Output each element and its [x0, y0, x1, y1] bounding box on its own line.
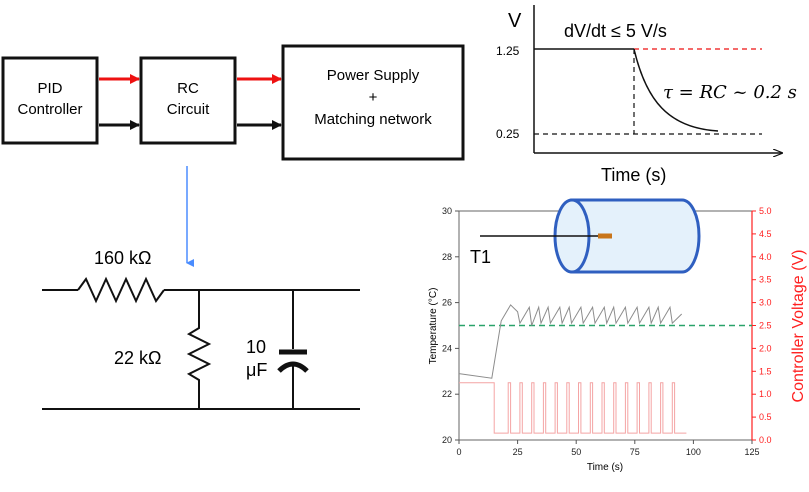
y2-tick-label: 1.5: [759, 366, 772, 376]
x-tick-label: 50: [571, 447, 581, 457]
y2-tick-label: 4.5: [759, 229, 772, 239]
x-tick-label: 100: [686, 447, 701, 457]
y-ticks: 20 22 24 26 28 30: [442, 206, 459, 445]
x-tick-label: 0: [456, 447, 461, 457]
pid-controller-box: [1, 56, 99, 145]
block-diagram: PID Controller RC Circuit Power Supply +…: [1, 44, 465, 267]
y-tick-label: 26: [442, 298, 452, 308]
step-decay-curve: [633, 48, 719, 132]
capacitor-plate-bottom: [277, 361, 309, 373]
rc-label-line2: Circuit: [167, 101, 210, 118]
chart-y-axis-label: Temperature (°C): [428, 288, 439, 365]
x-tick-label: 125: [744, 447, 759, 457]
series-resistor-label: 160 kΩ: [94, 248, 152, 268]
power-supply-box: [281, 44, 465, 161]
y2-tick-label: 4.0: [759, 252, 772, 262]
capacitor-value-label: 10: [246, 337, 266, 357]
y-tick-label: 20: [442, 435, 452, 445]
chart-x-axis-label: Time (s): [587, 462, 623, 473]
step-y-axis-label: V: [508, 10, 522, 32]
shunt-resistor: [186, 290, 212, 409]
thermocouple-tip: [598, 233, 612, 239]
x-tick-label: 25: [513, 447, 523, 457]
shunt-resistor-label: 22 kΩ: [114, 348, 161, 368]
x-ticks: 0 25 50 75 100 125: [456, 440, 760, 457]
pid-label-line1: PID: [37, 80, 62, 97]
y2-tick-label: 0.0: [759, 435, 772, 445]
ps-label-line2: +: [369, 89, 378, 106]
series-resistor: [77, 276, 165, 304]
y2-ticks: 0.0 0.5 1.0 1.5 2.0 2.5 3.0 3.5 4.0 4.5 5.0: [752, 206, 772, 445]
y2-tick-label: 2.5: [759, 321, 772, 331]
y2-tick-label: 0.5: [759, 412, 772, 422]
y-tick-label: 30: [442, 206, 452, 216]
y-tick-label: 24: [442, 343, 452, 353]
sensor-label: T1: [470, 247, 491, 267]
cylinder-sensor-inset: T1: [470, 198, 701, 274]
cylinder-body: [570, 198, 701, 274]
temperature-series-line: [458, 304, 683, 379]
rc-label-line1: RC: [177, 80, 199, 97]
y2-tick-label: 5.0: [759, 206, 772, 216]
step-response-plot: V dV/dt ≤ 5 V/s 1.25 0.25 τ = RC ~ 0.2 s…: [496, 5, 797, 185]
ps-label-line1: Power Supply: [327, 67, 420, 84]
chart-y2-axis-label: Controller Voltage (V): [790, 250, 807, 403]
rc-circuit-schematic: [42, 276, 360, 410]
y-tick-label: 22: [442, 389, 452, 399]
step-tick-high: 1.25: [496, 44, 520, 58]
step-tau-label: τ = RC ~ 0.2 s: [663, 82, 797, 103]
voltage-series-line: [459, 382, 687, 434]
y2-tick-label: 3.0: [759, 298, 772, 308]
step-x-axis-label: Time (s): [601, 165, 666, 185]
ps-label-line3: Matching network: [314, 111, 432, 128]
y2-tick-label: 3.5: [759, 275, 772, 285]
rc-circuit-box: [139, 56, 237, 145]
temperature-chart: 0 25 50 75 100 125 20 22 24 26 28 30 0.0 0.5 1.0 1.5 2…: [428, 198, 807, 473]
pid-label-line2: Controller: [17, 101, 82, 118]
y-tick-label: 28: [442, 252, 452, 262]
y2-tick-label: 1.0: [759, 389, 772, 399]
x-tick-label: 75: [630, 447, 640, 457]
step-rate-label: dV/dt ≤ 5 V/s: [564, 21, 667, 41]
capacitor-unit-label: μF: [246, 360, 267, 380]
y2-tick-label: 2.0: [759, 343, 772, 353]
step-tick-low: 0.25: [496, 127, 520, 141]
